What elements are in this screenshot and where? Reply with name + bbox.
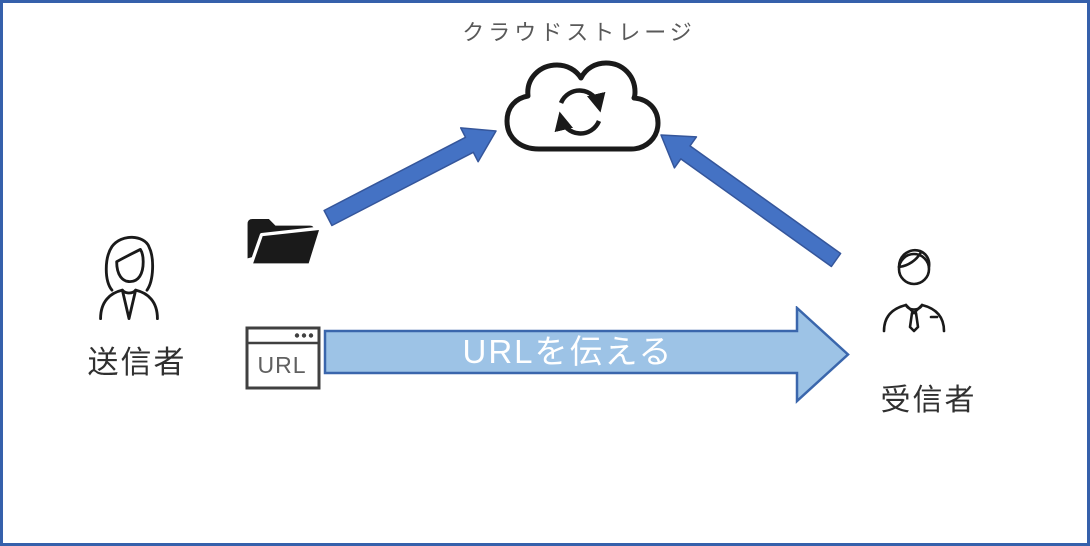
- open-folder-icon: [241, 209, 323, 275]
- browser-window-icon: URL: [245, 326, 321, 390]
- sender-to-cloud-arrow: [323, 121, 503, 233]
- banner-arrow-label: URLを伝える: [462, 333, 674, 370]
- cloud-sync-icon: [497, 57, 667, 159]
- diagram-title: クラウドストレージ: [462, 20, 696, 45]
- woman-person-icon: [93, 227, 165, 323]
- receiver-label: 受信者: [880, 384, 977, 417]
- sender-label: 送信者: [87, 345, 187, 380]
- window-dots-icon: [294, 333, 314, 338]
- url-banner-arrow: [323, 306, 851, 404]
- man-person-icon: [879, 247, 949, 333]
- receiver-to-cloud-arrow: [648, 115, 848, 271]
- url-window-label: URL: [257, 352, 306, 378]
